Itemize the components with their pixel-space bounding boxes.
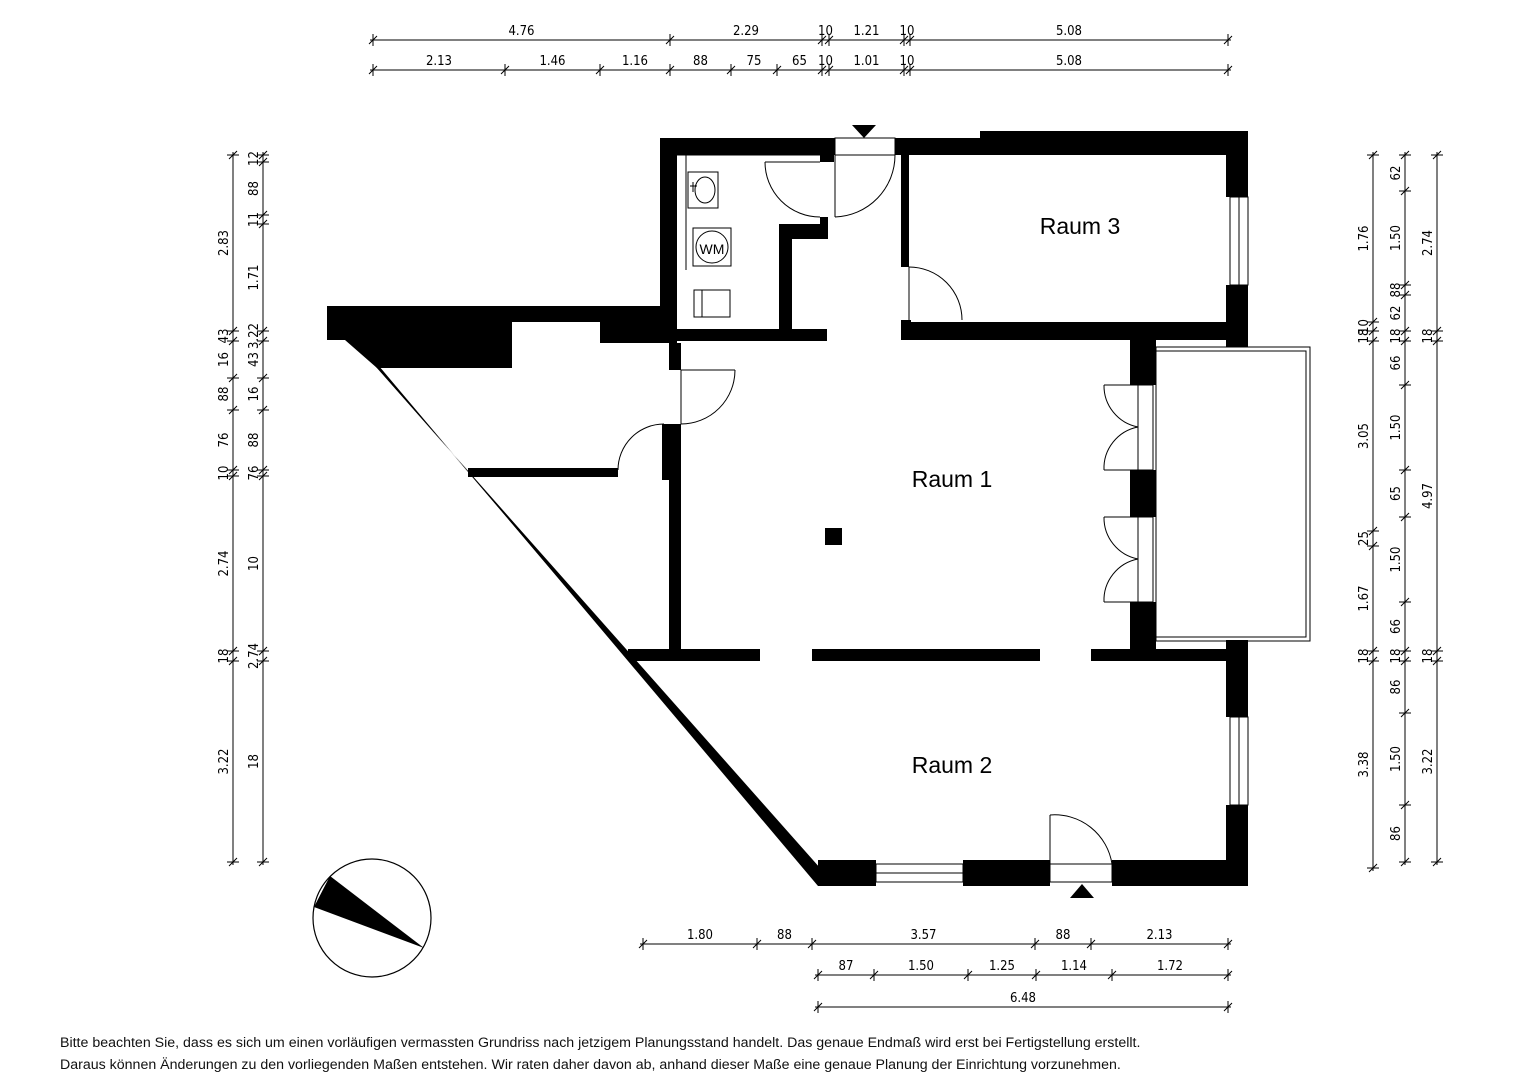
dim-label: 3.57 bbox=[910, 928, 936, 943]
dim-label: 1.71 bbox=[247, 264, 262, 290]
dimension-lines bbox=[227, 34, 1443, 1013]
dim-label: 10 bbox=[247, 556, 262, 571]
dim-label: 25 bbox=[1357, 531, 1372, 546]
dim-label: 66 bbox=[1389, 356, 1404, 371]
dim-label: 10 bbox=[217, 466, 232, 481]
dim-label: 76 bbox=[247, 466, 262, 481]
dim-label: 1.76 bbox=[1357, 225, 1372, 251]
dim-label: 88 bbox=[247, 433, 262, 448]
dim-label: 10 bbox=[818, 24, 833, 39]
dim-label: 66 bbox=[1389, 619, 1404, 634]
dim-label: 12 bbox=[247, 151, 262, 166]
compass-icon bbox=[312, 858, 432, 978]
dim-label: 11 bbox=[247, 212, 262, 227]
dim-label: 18 bbox=[1421, 649, 1436, 664]
dim-label: 3.22 bbox=[247, 323, 262, 349]
room-label-raum-1: Raum 1 bbox=[912, 466, 993, 492]
dim-label: 10 bbox=[900, 54, 915, 69]
toilet-icon bbox=[693, 289, 731, 318]
dim-label: 1.01 bbox=[853, 54, 879, 69]
dim-label: 18 bbox=[1421, 329, 1436, 344]
dim-label: 65 bbox=[1389, 486, 1404, 501]
dim-label: 1.72 bbox=[1157, 959, 1183, 974]
doors bbox=[617, 137, 1139, 883]
dim-label: 18 bbox=[217, 649, 232, 664]
dim-label: 16 bbox=[247, 387, 262, 402]
dim-label: 10 bbox=[818, 54, 833, 69]
sink-icon bbox=[687, 171, 719, 209]
dim-label: 18 bbox=[1389, 649, 1404, 664]
disclaimer: Bitte beachten Sie, dass es sich um eine… bbox=[60, 1032, 1500, 1076]
dim-label: 5.08 bbox=[1056, 24, 1082, 39]
dim-label: 88 bbox=[693, 54, 708, 69]
dim-label: 62 bbox=[1389, 166, 1404, 181]
dim-label: 1.16 bbox=[622, 54, 648, 69]
dim-label: 3.05 bbox=[1357, 423, 1372, 449]
dim-label: 1.25 bbox=[989, 959, 1015, 974]
dim-label: 2.13 bbox=[426, 54, 452, 69]
dim-label: 2.13 bbox=[1146, 928, 1172, 943]
dim-label: 88 bbox=[247, 181, 262, 196]
dim-label: 1.21 bbox=[853, 24, 879, 39]
disclaimer-line-2: Daraus können Änderungen zu den vorliege… bbox=[60, 1057, 1121, 1073]
dim-label: 88 bbox=[1056, 928, 1071, 943]
dim-label: 1.50 bbox=[1389, 746, 1404, 772]
dim-label: 62 bbox=[1389, 306, 1404, 321]
dimension-labels: 4.76 2.29 10 1.21 10 5.08 2.13 1.46 1.16 88 75 65 10… bbox=[217, 24, 1436, 1006]
wm-label: WM bbox=[700, 241, 725, 257]
dim-label: 3.38 bbox=[1357, 751, 1372, 777]
dim-label: 3.22 bbox=[1421, 748, 1436, 774]
dim-label: 88 bbox=[777, 928, 792, 943]
balcony bbox=[1155, 346, 1311, 642]
dim-label: 86 bbox=[1389, 826, 1404, 841]
dim-label: 2.83 bbox=[217, 230, 232, 256]
dim-label: 88 bbox=[1389, 283, 1404, 298]
dim-label: 1.80 bbox=[687, 928, 713, 943]
dim-label: 10 bbox=[1357, 319, 1372, 334]
windows bbox=[875, 196, 1249, 883]
dim-label: 1.50 bbox=[1389, 225, 1404, 251]
dim-label: 2.74 bbox=[217, 550, 232, 576]
dim-label: 75 bbox=[747, 54, 762, 69]
dim-label: 1.50 bbox=[1389, 414, 1404, 440]
washing-machine-icon: WM bbox=[692, 227, 732, 267]
dim-label: 1.67 bbox=[1357, 585, 1372, 611]
dim-label: 18 bbox=[247, 754, 262, 769]
dim-label: 2.74 bbox=[1421, 230, 1436, 256]
dim-label: 86 bbox=[1389, 680, 1404, 695]
dim-label: 76 bbox=[217, 433, 232, 448]
dim-label: 1.14 bbox=[1061, 959, 1087, 974]
dim-label: 6.48 bbox=[1010, 991, 1036, 1006]
dim-label: 3.22 bbox=[217, 748, 232, 774]
dim-label: 5.08 bbox=[1056, 54, 1082, 69]
dim-label: 18 bbox=[1357, 329, 1372, 344]
dim-label: 2.74 bbox=[247, 643, 262, 669]
dim-label: 1.46 bbox=[539, 54, 565, 69]
entrance-marker-top bbox=[852, 125, 876, 138]
dim-label: 10 bbox=[900, 24, 915, 39]
dim-label: 88 bbox=[217, 387, 232, 402]
dim-label: 65 bbox=[792, 54, 807, 69]
dim-label: 2.29 bbox=[733, 24, 759, 39]
dim-label: 18 bbox=[1389, 329, 1404, 344]
dim-label: 16 bbox=[217, 352, 232, 367]
walls bbox=[327, 131, 1248, 886]
dim-label: 1.50 bbox=[908, 959, 934, 974]
entrance-marker-bottom bbox=[1070, 884, 1094, 898]
room-label-raum-3: Raum 3 bbox=[1040, 213, 1121, 239]
dim-label: 87 bbox=[839, 959, 854, 974]
dim-label: 43 bbox=[217, 329, 232, 344]
dim-label: 18 bbox=[1357, 649, 1372, 664]
room-label-raum-2: Raum 2 bbox=[912, 752, 993, 778]
dim-label: 4.97 bbox=[1421, 483, 1436, 509]
bath-inner-line bbox=[677, 154, 820, 270]
dim-label: 1.50 bbox=[1389, 546, 1404, 572]
dim-label: 43 bbox=[247, 352, 262, 367]
disclaimer-line-1: Bitte beachten Sie, dass es sich um eine… bbox=[60, 1035, 1141, 1051]
dim-label: 4.76 bbox=[508, 24, 534, 39]
